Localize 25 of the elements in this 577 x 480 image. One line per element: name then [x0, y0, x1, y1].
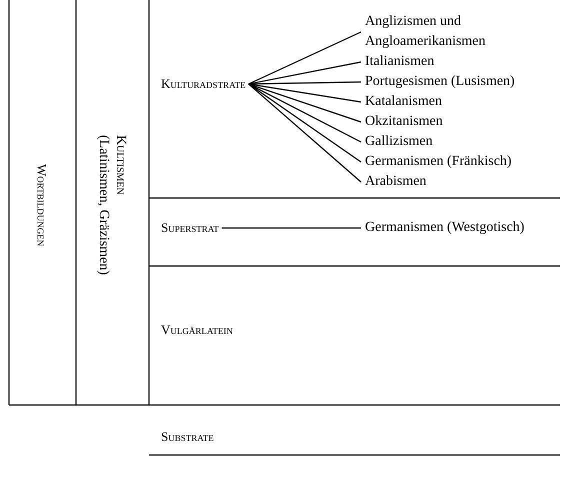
group-label: Kulturadstrate: [161, 74, 246, 94]
term-label: Germanismen (Westgotisch): [365, 218, 524, 238]
term-label: Katalanismen: [365, 92, 442, 112]
connector-line: [248, 83, 362, 143]
group-label: Substrate: [161, 427, 214, 447]
term-label: Portugesismen (Lusismen): [365, 72, 515, 92]
connector-line: [248, 84, 362, 182]
connector-line: [248, 31, 362, 85]
band-label: Kultismen: [112, 135, 129, 197]
connector-line: [248, 84, 362, 162]
band-sublabel: (Latinismen, Gräzismen): [95, 135, 112, 275]
connector-line: [222, 227, 361, 229]
group-label: Superstrat: [161, 218, 219, 238]
term-label: Arabismen: [365, 172, 426, 192]
term-label: Germanismen (Fränkisch): [365, 152, 512, 172]
term-label: Anglizismen und Angloamerikanismen: [365, 12, 545, 52]
connector-line: [248, 83, 362, 123]
connector-line: [248, 81, 361, 85]
term-label: Gallizismen: [365, 132, 433, 152]
term-label: Italianismen: [365, 52, 434, 72]
term-label: Okzitanismen: [365, 112, 443, 132]
band-label: Wortbildungen: [34, 164, 50, 246]
connector-line: [248, 61, 362, 85]
connector-line: [248, 83, 362, 103]
group-label: Vulgärlatein: [161, 320, 233, 340]
